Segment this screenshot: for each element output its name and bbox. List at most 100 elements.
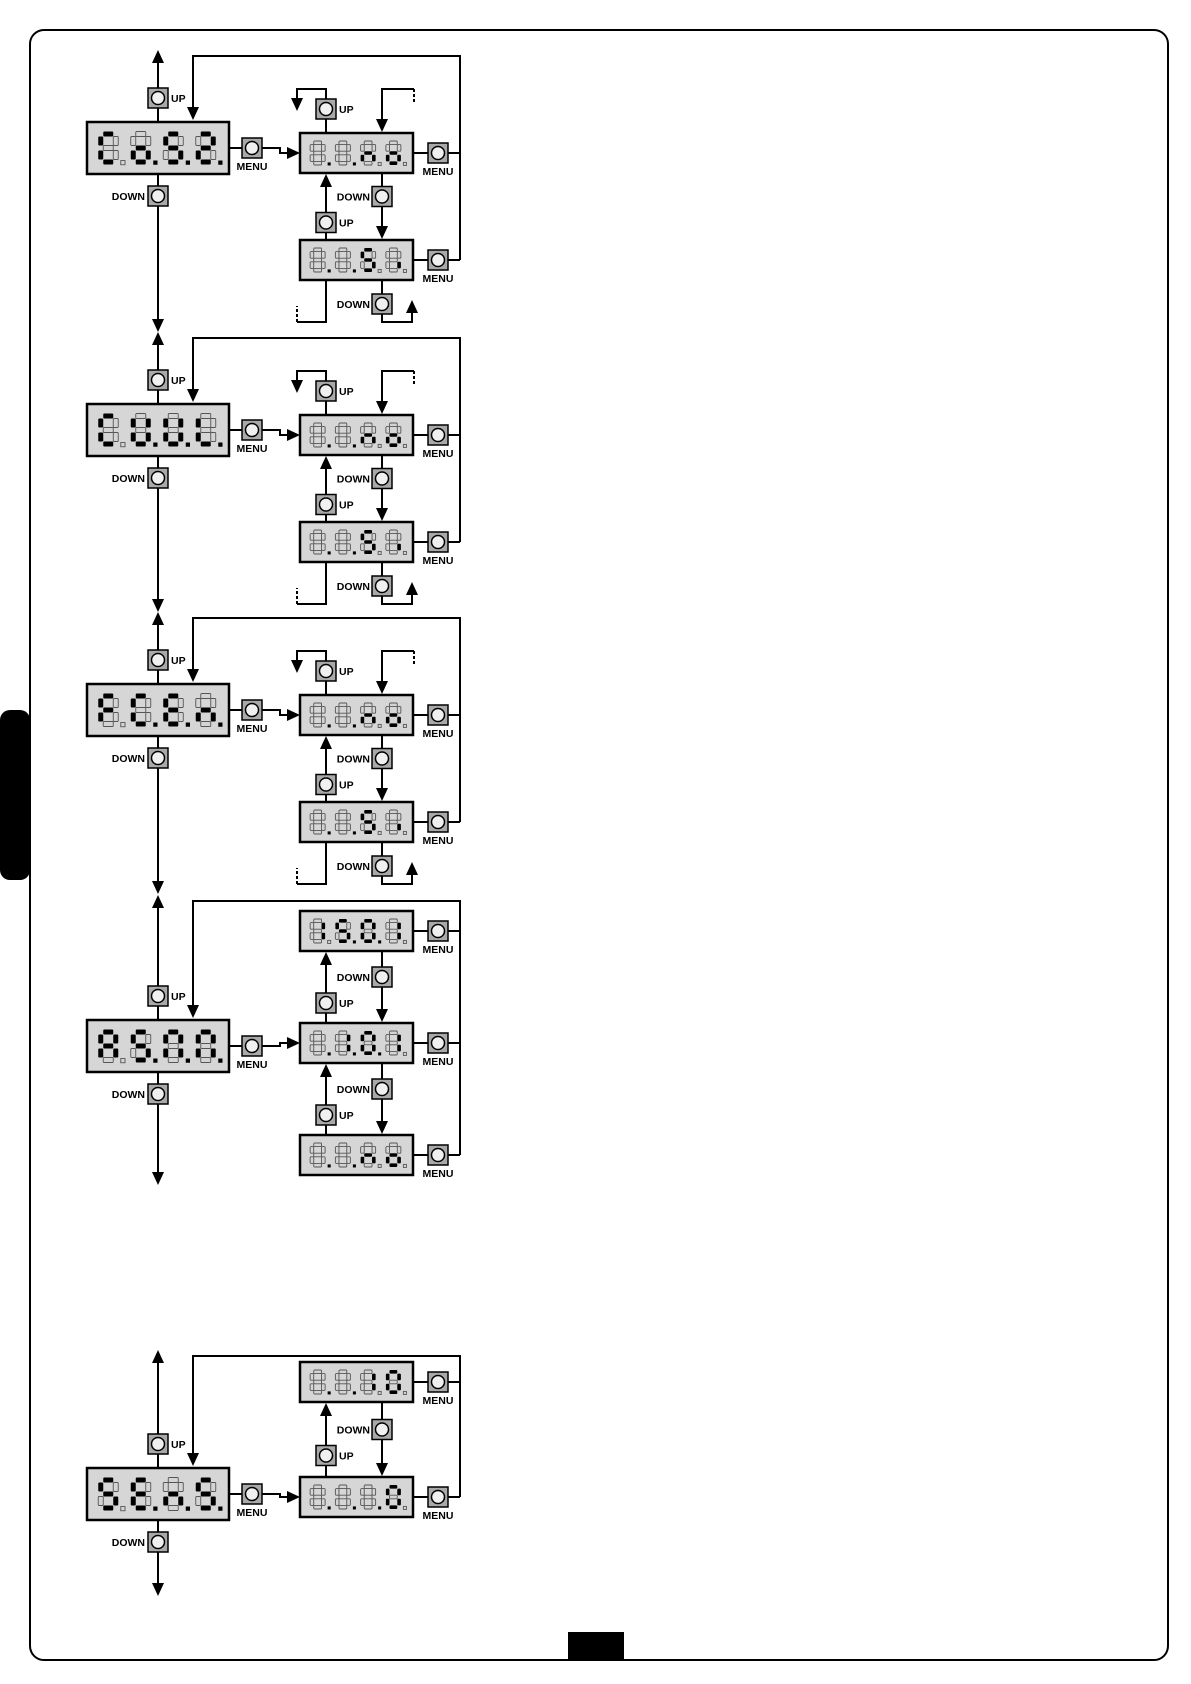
- segment: [322, 262, 326, 269]
- segment: [364, 151, 372, 155]
- segment: [339, 1505, 347, 1509]
- round-push-button-icon: [316, 213, 336, 233]
- segment: [364, 1051, 372, 1055]
- segment: [335, 1147, 339, 1154]
- segment: [389, 723, 397, 727]
- arrow-head-icon: [287, 1491, 300, 1503]
- segment: [339, 1380, 347, 1384]
- segment: [364, 1163, 372, 1167]
- segment: [98, 419, 103, 428]
- menu-label: MENU: [423, 555, 454, 567]
- segment: [347, 427, 351, 434]
- decimal-point: [378, 1052, 381, 1055]
- segment: [386, 534, 390, 541]
- segment: [196, 1049, 201, 1058]
- segment: [339, 820, 347, 824]
- segment: [201, 414, 211, 419]
- segment: [361, 707, 365, 714]
- segment: [339, 1143, 347, 1147]
- segment: [389, 1163, 397, 1167]
- up-label: UP: [339, 998, 354, 1010]
- decimal-point: [153, 161, 157, 165]
- segment: [364, 1505, 372, 1509]
- segment: [389, 550, 397, 554]
- decimal-point: [186, 161, 190, 165]
- segment: [397, 544, 401, 551]
- menu-section-fcen: UPDOWNMENUMENUMENUDOWNUPUPDOWN: [87, 612, 460, 894]
- segment: [364, 1370, 372, 1374]
- segment: [322, 1045, 326, 1052]
- menu-label: MENU: [423, 273, 454, 285]
- segment: [163, 419, 168, 428]
- segment: [98, 699, 103, 708]
- arrow-head-icon: [320, 952, 332, 965]
- segment: [103, 1044, 113, 1049]
- segment: [364, 939, 372, 943]
- segment: [310, 534, 314, 541]
- round-push-button-icon: [316, 99, 336, 119]
- segment: [163, 1497, 168, 1506]
- decimal-point: [353, 1052, 356, 1055]
- segment: [201, 1030, 211, 1035]
- segment: [372, 1374, 376, 1381]
- arrow-head-icon: [152, 612, 164, 625]
- round-push-button-icon: [148, 186, 168, 206]
- segment: [389, 530, 397, 534]
- segment: [103, 722, 113, 727]
- segment: [310, 155, 314, 162]
- decimal-point: [186, 723, 190, 727]
- segment: [168, 722, 178, 727]
- segment: [361, 1374, 365, 1381]
- segment: [335, 717, 339, 724]
- segment: [103, 132, 113, 137]
- arrow-head-icon: [287, 1037, 300, 1049]
- segment: [178, 433, 183, 442]
- decimal-point: [403, 724, 406, 727]
- segment: [389, 151, 397, 155]
- up-label: UP: [339, 1110, 354, 1122]
- decimal-point: [403, 269, 406, 272]
- segment: [397, 707, 401, 714]
- segment: [103, 414, 113, 419]
- decimal-point: [378, 940, 381, 943]
- segment: [364, 443, 372, 447]
- decimal-point: [378, 551, 381, 554]
- segment: [314, 929, 322, 933]
- segment: [314, 723, 322, 727]
- arrow-head-icon: [376, 788, 388, 801]
- segment: [178, 1483, 183, 1492]
- segment: [201, 694, 211, 699]
- segment: [361, 427, 365, 434]
- button-cap: [152, 374, 165, 387]
- down-label: DOWN: [337, 581, 370, 593]
- segment: [131, 713, 136, 722]
- up-label: UP: [171, 1439, 186, 1451]
- segment: [397, 717, 401, 724]
- segment: [372, 1045, 376, 1052]
- segment: [310, 145, 314, 152]
- segment: [136, 414, 146, 419]
- segment: [364, 540, 372, 544]
- connector-line: [297, 842, 326, 884]
- segment: [168, 442, 178, 447]
- segment: [211, 137, 216, 146]
- segment: [335, 534, 339, 541]
- segment: [389, 1485, 397, 1489]
- round-push-button-icon: [372, 294, 392, 314]
- segment: [211, 1049, 216, 1058]
- segment: [389, 1370, 397, 1374]
- segment: [364, 1153, 372, 1157]
- round-push-button-icon: [316, 495, 336, 515]
- decimal-point: [153, 1059, 157, 1063]
- decimal-point: [121, 443, 125, 447]
- segment: [361, 1384, 365, 1391]
- segment: [211, 713, 216, 722]
- segment: [322, 1489, 326, 1496]
- segment: [103, 1478, 113, 1483]
- segment: [364, 423, 372, 427]
- arrow-head-icon: [291, 660, 303, 673]
- decimal-point: [403, 444, 406, 447]
- segment: [361, 923, 365, 930]
- button-cap: [152, 472, 165, 485]
- segment: [322, 427, 326, 434]
